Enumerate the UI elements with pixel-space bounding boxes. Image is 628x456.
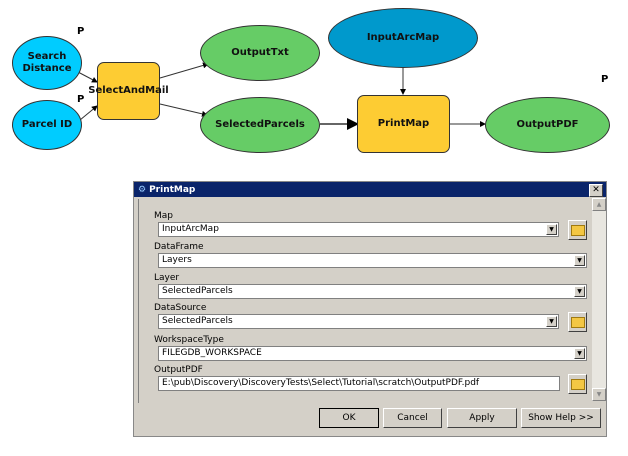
map-combobox[interactable]: InputArcMap ▼ [158, 222, 559, 237]
dropdown-arrow-icon[interactable]: ▼ [574, 286, 585, 297]
node-search-distance[interactable]: Search Distance [12, 36, 82, 90]
node-selected-parcels[interactable]: SelectedParcels [200, 97, 320, 153]
tool-icon: ⚙ [138, 184, 147, 195]
param-marker: P [77, 94, 85, 105]
browse-button-map[interactable] [568, 220, 587, 240]
edge-select-to-parcels [159, 103, 208, 117]
field-label-dataframe: DataFrame [154, 242, 204, 252]
dropdown-arrow-icon[interactable]: ▼ [546, 316, 557, 327]
dataframe-combobox[interactable]: Layers ▼ [158, 253, 587, 268]
map-value: InputArcMap [162, 224, 219, 234]
browse-button-outputpdf[interactable] [568, 374, 587, 394]
printmap-dialog: ⚙PrintMap ✕ Map InputArcMap ▼ DataFrame L… [133, 181, 607, 437]
folder-icon [570, 224, 585, 236]
field-label-map: Map [154, 211, 173, 221]
node-output-pdf[interactable]: OutputPDF [485, 97, 610, 153]
datasource-value: SelectedParcels [162, 316, 233, 326]
param-marker: P [77, 26, 85, 37]
vertical-scrollbar[interactable]: ▲ ▼ [592, 198, 606, 401]
field-label-outputpdf: OutputPDF [154, 365, 203, 375]
layer-value: SelectedParcels [162, 286, 233, 296]
node-select-and-mail[interactable]: SelectAndMail [88, 62, 169, 120]
folder-icon [570, 316, 585, 328]
field-label-layer: Layer [154, 273, 180, 283]
workspacetype-combobox[interactable]: FILEGDB_WORKSPACE ▼ [158, 346, 587, 361]
show-help-button[interactable]: Show Help >> [521, 408, 601, 428]
close-button[interactable]: ✕ [589, 184, 603, 197]
cancel-button[interactable]: Cancel [383, 408, 442, 428]
edge-parcel-to-select [79, 105, 98, 121]
dialog-title: PrintMap [149, 184, 196, 195]
node-output-txt[interactable]: OutputTxt [200, 25, 320, 81]
scroll-down-arrow-icon[interactable]: ▼ [592, 388, 606, 401]
ok-button[interactable]: OK [319, 408, 379, 428]
dropdown-arrow-icon[interactable]: ▼ [574, 255, 585, 266]
edge-select-to-outputtxt [159, 62, 209, 79]
dropdown-arrow-icon[interactable]: ▼ [546, 224, 557, 235]
workspacetype-value: FILEGDB_WORKSPACE [162, 348, 262, 358]
field-label-workspacetype: WorkspaceType [154, 335, 224, 345]
field-label-datasource: DataSource [154, 303, 207, 313]
edge-search-to-select [77, 71, 98, 83]
node-input-arcmap[interactable]: InputArcMap [328, 8, 478, 68]
browse-button-datasource[interactable] [568, 312, 587, 332]
dataframe-value: Layers [162, 255, 192, 265]
node-parcel-id[interactable]: Parcel ID [12, 100, 82, 150]
datasource-combobox[interactable]: SelectedParcels ▼ [158, 314, 559, 329]
scroll-up-arrow-icon[interactable]: ▲ [592, 198, 606, 211]
dialog-title-bar[interactable]: ⚙PrintMap [134, 182, 606, 197]
apply-button[interactable]: Apply [447, 408, 517, 428]
diagram-connectors [77, 62, 486, 130]
node-print-map[interactable]: PrintMap [357, 95, 450, 153]
layer-combobox[interactable]: SelectedParcels ▼ [158, 284, 587, 299]
folder-icon [570, 378, 585, 390]
dropdown-arrow-icon[interactable]: ▼ [574, 348, 585, 359]
outputpdf-input[interactable]: E:\pub\Discovery\DiscoveryTests\Select\T… [158, 376, 560, 391]
param-marker: P [601, 74, 609, 85]
parameters-pane: Map InputArcMap ▼ DataFrame Layers ▼ Layer… [138, 199, 594, 403]
